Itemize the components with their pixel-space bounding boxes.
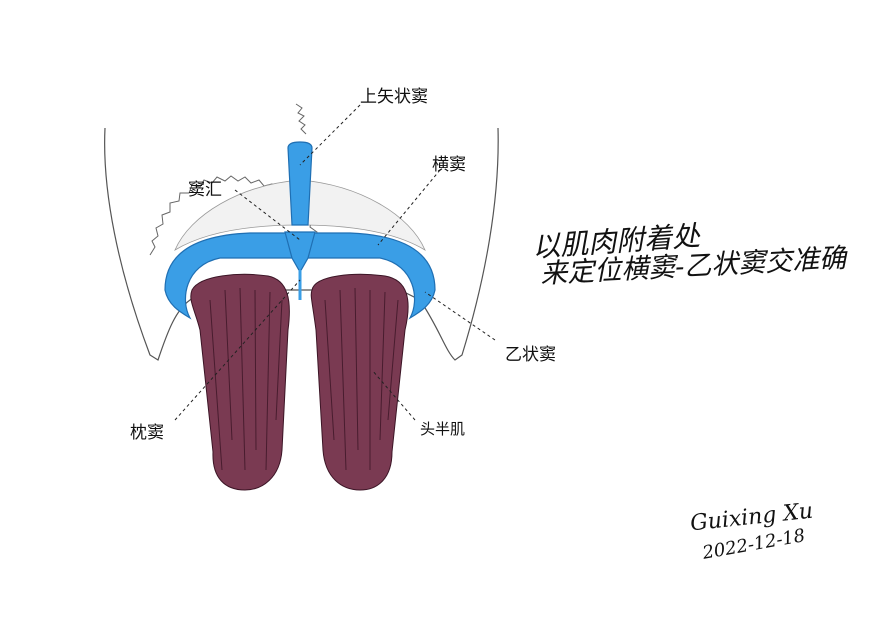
leader-lines: [174, 104, 496, 421]
label-sigmoid-sinus: 乙状窦: [505, 345, 556, 365]
venous-sinuses: [164, 141, 436, 320]
label-semispinalis-capitis: 头半肌: [420, 420, 466, 438]
semispinalis-capitis-muscles: [190, 273, 409, 491]
label-transverse-sinus: 横窦: [432, 155, 466, 175]
confluence-shape: [284, 231, 316, 274]
label-occipital-sinus: 枕窦: [130, 423, 164, 443]
label-confluence-of-sinuses: 窦汇: [188, 180, 222, 200]
label-superior-sagittal-sinus: 上矢状窦: [360, 87, 428, 107]
transverse-sinus-shape: [164, 232, 436, 320]
superior-sagittal-sinus-shape: [287, 141, 313, 226]
left-muscle: [190, 273, 290, 491]
